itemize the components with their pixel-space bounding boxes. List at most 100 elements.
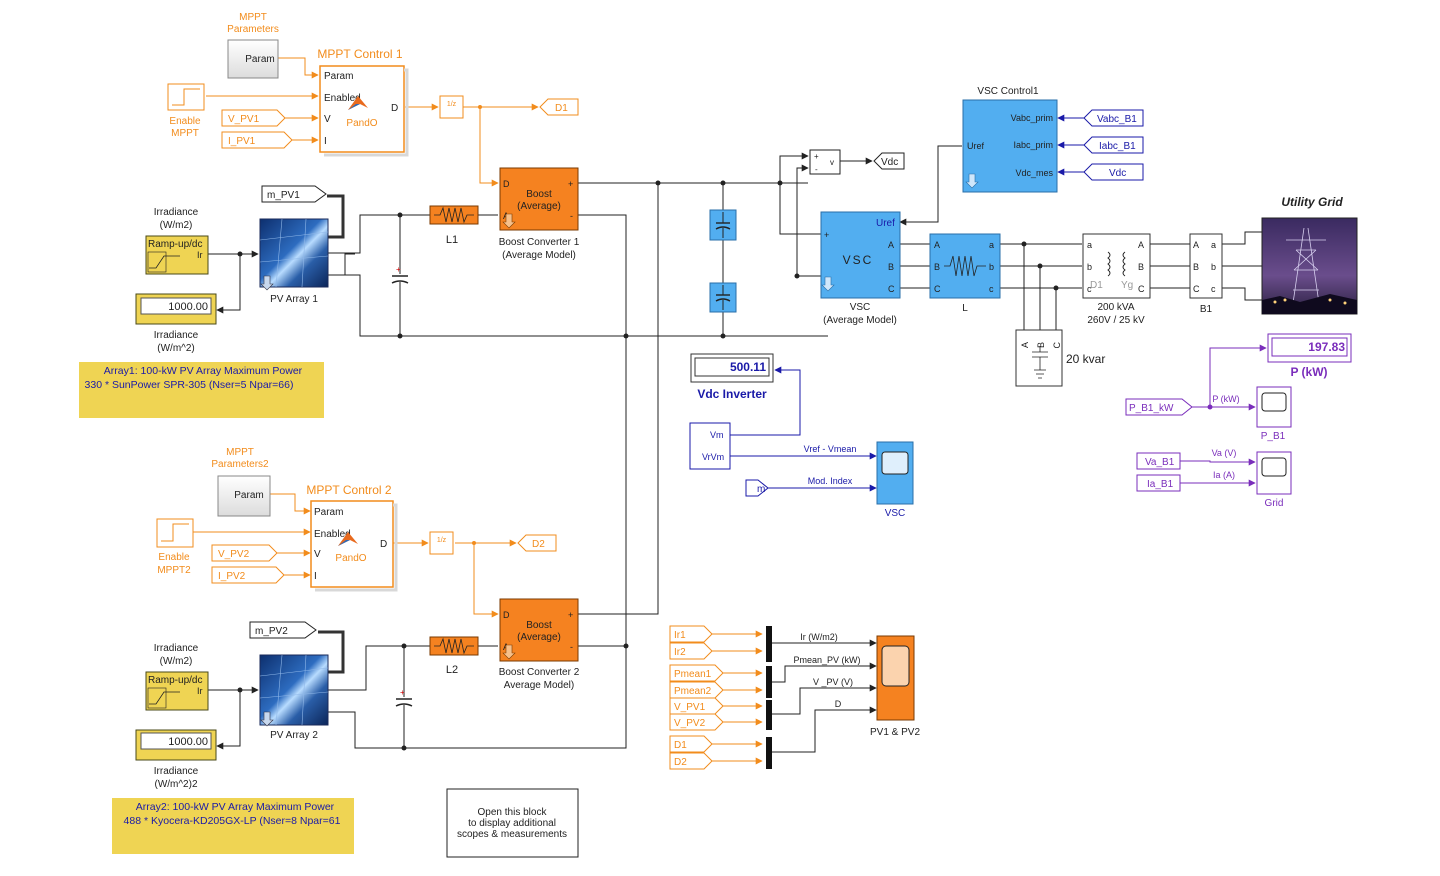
open-measurements-block[interactable]: Open this block to display additional sc… (446, 788, 579, 858)
pv-scope[interactable] (876, 635, 915, 721)
utility-grid-block[interactable] (1261, 217, 1358, 315)
svg-text:Iabc_prim: Iabc_prim (1013, 140, 1053, 150)
svg-text:Pmean1: Pmean1 (674, 669, 712, 680)
from-vabc-b1[interactable]: Vabc_B1 (1083, 109, 1144, 127)
boost-converter-2[interactable]: Boost (Average) D A + - (499, 598, 579, 662)
down-arrow-icon (821, 276, 835, 292)
mppt2-param-button[interactable] (217, 475, 271, 517)
mppt1-block[interactable] (319, 65, 405, 153)
mux-2[interactable] (766, 666, 772, 698)
pv-array-1[interactable] (259, 218, 329, 291)
unit-delay-2[interactable] (429, 531, 454, 555)
from-d1[interactable]: D1 (669, 735, 713, 753)
ac-inductor-l[interactable]: A B C a b c (929, 233, 1001, 299)
bus-b1[interactable]: A B C a b c (1189, 233, 1223, 299)
svg-text:Vabc_prim: Vabc_prim (1011, 113, 1053, 123)
vsc-block[interactable]: Uref + - A B C VSC (820, 211, 901, 299)
from-d2[interactable]: D2 (669, 752, 713, 770)
from-va-b1[interactable]: Va_B1 (1136, 452, 1181, 470)
from-pmean1[interactable]: Pmean1 (669, 664, 724, 682)
capacitor-bank[interactable]: A B C (1015, 329, 1063, 387)
vsc-scope[interactable] (876, 441, 914, 505)
svg-text:+: + (814, 152, 819, 161)
vdc-inverter-display[interactable]: 500.11 (690, 353, 774, 383)
step-icon (172, 88, 200, 106)
ramp-block-2[interactable]: Ramp-up/dc Ir (145, 671, 209, 711)
mppt2-block[interactable] (310, 500, 394, 588)
svg-text:v: v (830, 158, 834, 167)
enable1-caption-2: MPPT (171, 128, 199, 139)
enable-mppt2-step[interactable] (156, 518, 194, 548)
from-v-pv1[interactable]: V_PV1 (221, 109, 286, 127)
goto-d1[interactable]: D1 (539, 98, 579, 116)
sum-block[interactable]: + - v (809, 149, 841, 175)
from-v-pv2[interactable]: V_PV2 (669, 713, 724, 731)
unit-delay-1[interactable] (439, 95, 464, 119)
p-b1-scope[interactable] (1256, 386, 1292, 428)
svg-text:I_PV2: I_PV2 (218, 571, 246, 582)
pv2-caption: PV Array 2 (270, 730, 318, 741)
down-arrow-icon (260, 711, 274, 727)
from-v-pv1[interactable]: V_PV1 (669, 697, 724, 715)
irradiance-display-1[interactable]: 1000.00 (135, 293, 217, 325)
vdc-inverter-caption: Vdc Inverter (697, 387, 767, 401)
from-p-b1-kw[interactable]: P_B1_kW (1125, 398, 1193, 416)
pv1-caption: PV Array 1 (270, 294, 318, 305)
vsc-caption-1: VSC (850, 302, 871, 313)
vm-block[interactable]: Vm VrVm (689, 422, 731, 470)
mppt1-param-label: Param (245, 54, 274, 65)
from-m[interactable]: m (745, 479, 769, 497)
enable-mppt1-step[interactable] (167, 83, 205, 111)
ramp-block-1[interactable]: Ramp-up/dc Ir (145, 235, 209, 275)
from-ir1[interactable]: Ir1 (669, 625, 713, 643)
dc-bus-capacitor-1[interactable] (709, 209, 737, 241)
svg-text:A: A (934, 240, 940, 250)
pv-array-2[interactable] (259, 654, 329, 727)
ramp-icon (149, 255, 180, 269)
from-v-pv2[interactable]: V_PV2 (211, 544, 278, 562)
inductor-l1[interactable] (429, 205, 479, 225)
mppt2-param-label: Param (234, 490, 263, 501)
enable1-caption-1: Enable (169, 116, 201, 127)
svg-text:to display additional: to display additional (468, 818, 556, 829)
from-ia-b1[interactable]: Ia_B1 (1136, 474, 1181, 492)
svg-text:b: b (1087, 262, 1092, 272)
pv2-capacitor[interactable]: + (395, 684, 413, 716)
from-vdc[interactable]: Vdc (1083, 163, 1144, 181)
vsc-control-block[interactable]: Uref Vabc_prim Iabc_prim Vdc_mes (962, 99, 1058, 193)
utility-grid-title: Utility Grid (1281, 195, 1343, 209)
mppt1-logo-text: PandO (346, 118, 377, 129)
svg-text:VSC: VSC (843, 253, 874, 267)
grid-scope[interactable] (1256, 451, 1292, 495)
svg-text:m_PV1: m_PV1 (267, 190, 300, 201)
goto-vdc[interactable]: Vdc (873, 152, 905, 170)
svg-text:C: C (1052, 342, 1062, 349)
from-i-pv1[interactable]: I_PV1 (221, 131, 293, 149)
irr1-caption-2: (W/m2) (160, 220, 193, 231)
svg-text:A: A (1193, 240, 1199, 250)
mux-4[interactable] (766, 737, 772, 769)
boost-converter-1[interactable]: Boost (Average) D A + - (499, 167, 579, 231)
mux-1[interactable] (766, 626, 772, 662)
from-pmean2[interactable]: Pmean2 (669, 681, 724, 699)
from-i-pv2[interactable]: I_PV2 (211, 566, 285, 584)
pv1-capacitor[interactable]: + (391, 262, 409, 292)
svg-text:Pmean2: Pmean2 (674, 686, 712, 697)
power-display[interactable]: 197.83 (1267, 333, 1352, 363)
vsc-scope-caption: VSC (885, 508, 906, 519)
inductor-l2[interactable] (429, 636, 479, 656)
from-iabc-b1[interactable]: Iabc_B1 (1083, 136, 1144, 154)
goto-d2[interactable]: D2 (517, 534, 557, 552)
irradiance-display-2[interactable]: 1000.00 (135, 729, 217, 761)
mux-3[interactable] (766, 700, 772, 730)
mppt1-port-d: D (391, 103, 398, 114)
transformer[interactable]: a b c A B C D1 Yg (1082, 233, 1151, 299)
mppt2-port-i: I (314, 571, 317, 582)
goto-m-pv1[interactable]: m_PV1 (261, 185, 327, 203)
mppt1-param-button[interactable] (227, 39, 279, 79)
inductor-icon (434, 637, 474, 655)
svg-text:c: c (1211, 284, 1216, 294)
dc-bus-capacitor-2[interactable] (709, 282, 737, 313)
goto-m-pv2[interactable]: m_PV2 (249, 621, 317, 639)
from-ir2[interactable]: Ir2 (669, 642, 713, 660)
